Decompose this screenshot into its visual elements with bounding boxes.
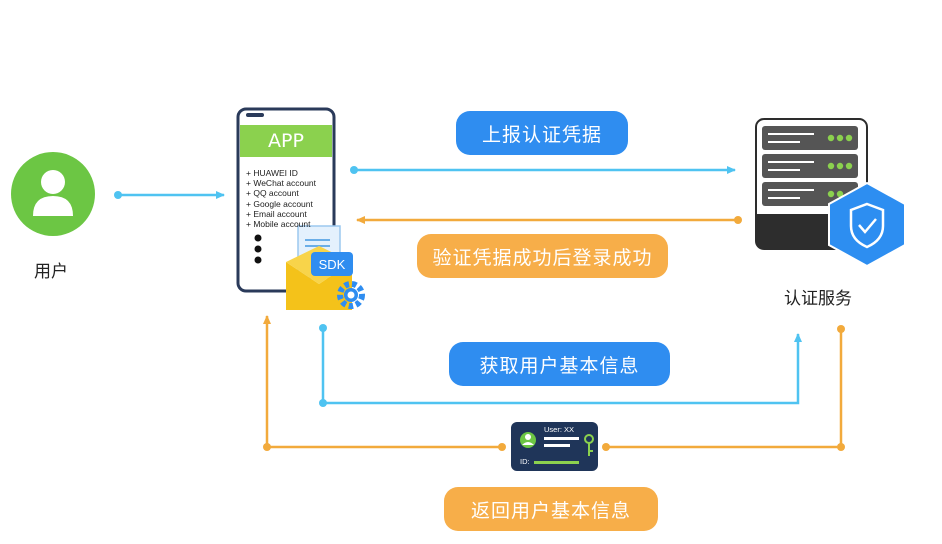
account-item: + Mobile account (246, 219, 311, 229)
user-to-app-arrow (114, 191, 225, 199)
account-item: + HUAWEI ID (246, 168, 298, 178)
get-info-path (319, 324, 802, 407)
server-label: 认证服务 (784, 289, 852, 309)
id-card (511, 422, 598, 471)
app-title: APP (268, 130, 304, 152)
account-item: + Google account (246, 199, 313, 209)
account-item: + WeChat account (246, 178, 317, 188)
sdk-label: SDK (318, 256, 346, 272)
return-info-path (263, 315, 845, 451)
report-arrow (350, 166, 736, 174)
return-user-info-pill: 返回用户基本信息 (444, 487, 658, 531)
report-credentials-pill: 上报认证凭据 (456, 111, 628, 155)
shield-icon (828, 181, 906, 268)
get-user-info-pill: 获取用户基本信息 (449, 342, 670, 386)
verify-login-pill: 验证凭据成功后登录成功 (417, 234, 668, 278)
account-item: + Email account (246, 209, 307, 219)
sdk-icon (286, 225, 365, 310)
account-item: + QQ account (246, 188, 299, 198)
user-label: 用户 (34, 262, 68, 282)
login-success-arrow (356, 216, 742, 224)
user-icon (11, 152, 95, 236)
id-card-id-text: ID: (520, 457, 530, 466)
id-card-user-text: User: XX (544, 425, 575, 434)
app-header (240, 125, 332, 157)
